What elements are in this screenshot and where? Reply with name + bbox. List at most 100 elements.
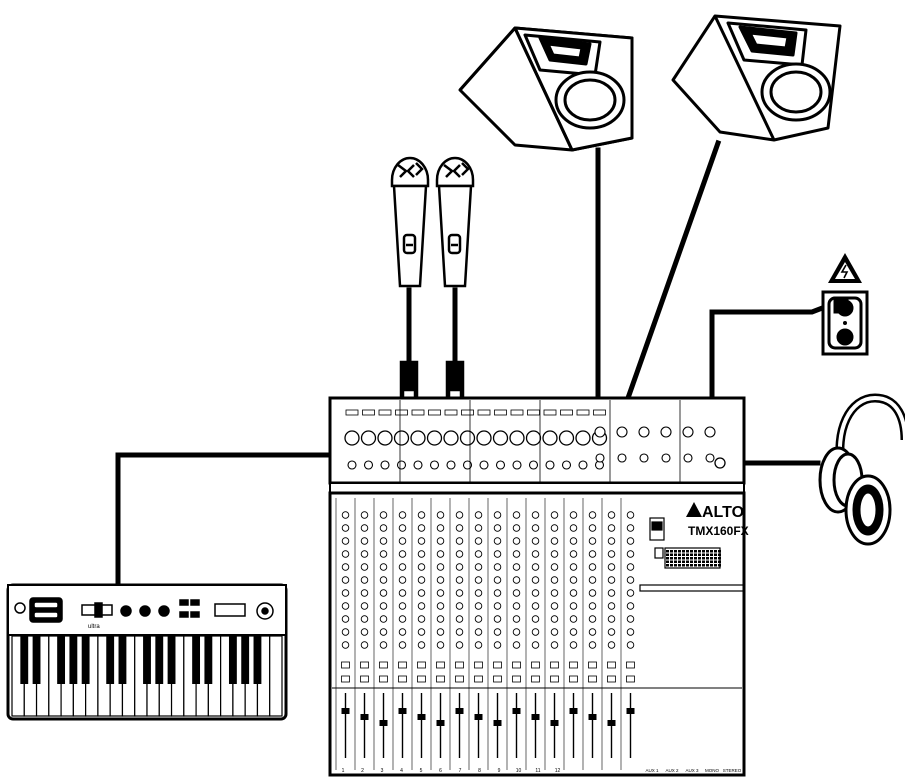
knob bbox=[607, 563, 616, 571]
knob bbox=[588, 563, 597, 571]
xlr-jack bbox=[459, 430, 476, 446]
black-key bbox=[228, 636, 237, 684]
knob bbox=[398, 576, 407, 584]
black-key bbox=[143, 636, 151, 684]
output-jack bbox=[617, 453, 627, 463]
lcd-cell bbox=[666, 553, 669, 556]
jack-label-box bbox=[428, 409, 441, 416]
knob bbox=[588, 524, 597, 532]
knob bbox=[360, 550, 369, 558]
mute-button bbox=[512, 661, 521, 669]
knob bbox=[379, 563, 388, 571]
knob bbox=[607, 628, 616, 636]
knob bbox=[550, 550, 559, 558]
black-key bbox=[118, 636, 127, 684]
mute-button bbox=[360, 661, 369, 669]
jack-label-box bbox=[345, 409, 359, 416]
knob bbox=[341, 563, 350, 571]
lcd-cell bbox=[694, 550, 697, 553]
knob bbox=[607, 576, 616, 584]
knob bbox=[531, 563, 540, 571]
solo-button bbox=[360, 675, 369, 683]
knob bbox=[588, 602, 597, 610]
lcd-cell bbox=[718, 553, 721, 556]
knob bbox=[493, 537, 502, 545]
knob bbox=[493, 602, 502, 610]
channel-number: 12 bbox=[555, 768, 561, 774]
knob bbox=[341, 524, 350, 532]
fader-cap bbox=[550, 720, 559, 726]
black-key bbox=[192, 636, 201, 684]
knob bbox=[569, 641, 578, 649]
black-key bbox=[253, 636, 262, 684]
lcd-cell bbox=[710, 550, 713, 553]
lcd-cell bbox=[686, 553, 689, 556]
knob bbox=[607, 615, 616, 623]
knob bbox=[626, 576, 635, 584]
lcd-cell bbox=[690, 557, 693, 560]
lcd-cell bbox=[682, 564, 685, 567]
knob bbox=[493, 641, 502, 649]
knob bbox=[531, 641, 540, 649]
knob bbox=[493, 511, 502, 519]
lcd-cell bbox=[698, 557, 701, 560]
knob bbox=[588, 628, 597, 636]
knob bbox=[493, 576, 502, 584]
knob bbox=[588, 589, 597, 597]
fader-cap bbox=[531, 714, 540, 720]
lcd-cell bbox=[678, 550, 681, 553]
knob bbox=[398, 511, 407, 519]
knob bbox=[455, 511, 464, 519]
solo-button bbox=[531, 675, 540, 683]
line-jack bbox=[479, 460, 489, 470]
black-key bbox=[69, 636, 78, 684]
knob bbox=[493, 563, 502, 571]
knob bbox=[417, 628, 426, 636]
knob bbox=[341, 550, 350, 558]
alto-logo: ALTO bbox=[686, 502, 744, 521]
knob bbox=[417, 537, 426, 545]
black-key bbox=[57, 636, 66, 684]
mute-button bbox=[474, 661, 483, 669]
output-jack bbox=[661, 453, 671, 463]
lcd-cell bbox=[702, 550, 705, 553]
knob bbox=[436, 615, 445, 623]
solo-button bbox=[341, 675, 350, 683]
line-jack bbox=[545, 460, 555, 470]
jack-label-box bbox=[593, 409, 606, 416]
mute-button bbox=[341, 661, 350, 669]
lcd-cell bbox=[674, 550, 677, 553]
cables bbox=[115, 139, 842, 588]
knob bbox=[360, 537, 369, 545]
knob bbox=[474, 602, 483, 610]
lcd-cell bbox=[710, 560, 713, 563]
lcd-cell bbox=[694, 557, 697, 560]
knob bbox=[379, 589, 388, 597]
knob bbox=[569, 550, 578, 558]
knob bbox=[588, 550, 597, 558]
lcd-cell bbox=[710, 564, 713, 567]
solo-button bbox=[493, 675, 502, 683]
lcd-cell bbox=[682, 550, 685, 553]
knob bbox=[436, 628, 445, 636]
bus-label: MONO bbox=[705, 768, 719, 773]
knob bbox=[607, 537, 616, 545]
knob bbox=[607, 589, 616, 597]
knob bbox=[360, 576, 369, 584]
lcd-cell bbox=[690, 560, 693, 563]
jack-label-box bbox=[477, 409, 491, 416]
white-key bbox=[269, 635, 283, 717]
output-jack bbox=[639, 453, 649, 463]
knob bbox=[607, 602, 616, 610]
knob bbox=[417, 563, 426, 571]
knob bbox=[398, 628, 407, 636]
lcd-cell bbox=[670, 557, 673, 560]
knob bbox=[417, 641, 426, 649]
phones-jack bbox=[714, 457, 726, 469]
keyboard-brand-label: ultra bbox=[88, 624, 100, 630]
fader-cap bbox=[417, 714, 426, 720]
knob bbox=[569, 537, 578, 545]
fader-cap bbox=[588, 714, 597, 720]
lcd-cell bbox=[678, 560, 681, 563]
